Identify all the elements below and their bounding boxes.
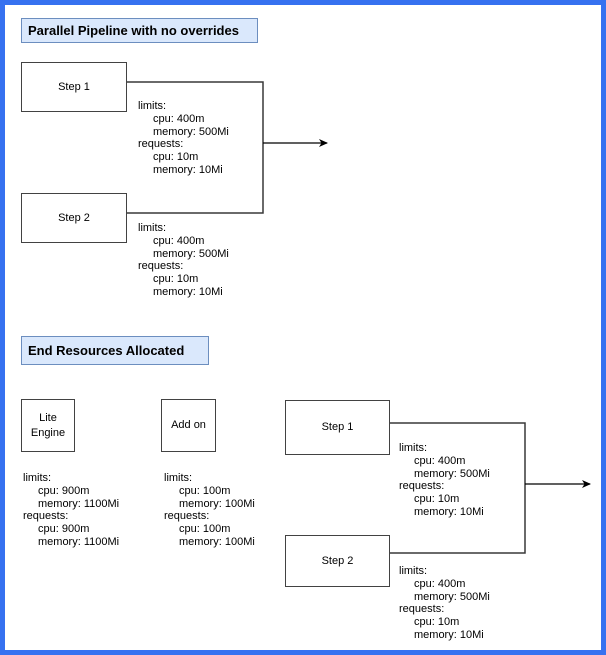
node-end-step1: Step 1 bbox=[285, 400, 390, 455]
resource-line: memory: 1100Mi bbox=[38, 535, 120, 548]
resource-line: memory: 1100Mi bbox=[38, 497, 120, 510]
resource-line: limits: bbox=[138, 100, 167, 112]
section-title-pipeline-label: Parallel Pipeline with no overrides bbox=[28, 23, 239, 38]
resources-end-step2: limits: cpu: 400m memory: 500Mi requests… bbox=[399, 565, 490, 642]
node-lite-engine-label-line2: Engine bbox=[30, 426, 66, 439]
node-pipeline-step2: Step 2 bbox=[21, 193, 127, 243]
resource-line: memory: 500Mi bbox=[414, 590, 490, 603]
resource-line: memory: 500Mi bbox=[153, 125, 229, 138]
resource-line: limits: bbox=[164, 472, 193, 484]
resource-line: cpu: 400m bbox=[153, 112, 205, 125]
resource-line: cpu: 10m bbox=[153, 151, 199, 164]
resource-line: memory: 100Mi bbox=[179, 497, 255, 510]
resource-line: memory: 500Mi bbox=[153, 247, 229, 260]
resource-line: memory: 100Mi bbox=[179, 535, 255, 548]
section-title-end-resources: End Resources Allocated bbox=[21, 336, 209, 365]
resource-line: cpu: 400m bbox=[414, 577, 466, 590]
resources-end-step1: limits: cpu: 400m memory: 500Mi requests… bbox=[399, 442, 490, 519]
resource-line: limits: bbox=[23, 472, 52, 484]
node-pipeline-step1-label: Step 1 bbox=[58, 80, 90, 93]
resource-line: requests: bbox=[164, 510, 210, 523]
resource-line: cpu: 10m bbox=[153, 273, 199, 286]
section-title-end-resources-label: End Resources Allocated bbox=[28, 343, 185, 358]
node-add-on-label: Add on bbox=[171, 419, 206, 431]
node-pipeline-step1: Step 1 bbox=[21, 62, 127, 112]
resource-line: cpu: 400m bbox=[153, 234, 205, 247]
node-end-step1-label: Step 1 bbox=[321, 421, 354, 433]
resource-line: cpu: 900m bbox=[38, 484, 90, 497]
resource-line: cpu: 900m bbox=[38, 523, 90, 536]
resource-line: requests: bbox=[138, 260, 184, 273]
resource-line: cpu: 100m bbox=[179, 484, 231, 497]
node-add-on: Add on bbox=[161, 399, 216, 452]
resources-lite-engine: limits: cpu: 900m memory: 1100Mi request… bbox=[23, 472, 119, 549]
resource-line: requests: bbox=[23, 510, 69, 523]
resource-line: cpu: 100m bbox=[179, 523, 231, 536]
resource-line: requests: bbox=[138, 138, 184, 151]
section-title-pipeline: Parallel Pipeline with no overrides bbox=[21, 18, 258, 43]
node-end-step2-label: Step 2 bbox=[321, 554, 354, 567]
resource-line: cpu: 10m bbox=[414, 493, 460, 506]
resources-add-on: limits: cpu: 100m memory: 100Mi requests… bbox=[164, 472, 255, 549]
resources-pipeline-step2: limits: cpu: 400m memory: 500Mi requests… bbox=[138, 222, 229, 299]
resource-line: memory: 10Mi bbox=[414, 505, 484, 518]
resource-line: cpu: 10m bbox=[414, 616, 460, 629]
resource-line: memory: 10Mi bbox=[414, 628, 484, 641]
resource-line: memory: 500Mi bbox=[414, 467, 490, 480]
resources-pipeline-step1: limits: cpu: 400m memory: 500Mi requests… bbox=[138, 100, 229, 177]
resource-line: memory: 10Mi bbox=[153, 163, 223, 176]
node-lite-engine-label-line1: Lite bbox=[39, 411, 57, 424]
resource-line: limits: bbox=[138, 222, 167, 234]
node-lite-engine: Lite Engine bbox=[21, 399, 75, 452]
resource-line: memory: 10Mi bbox=[153, 285, 223, 298]
resource-line: limits: bbox=[399, 565, 428, 577]
node-end-step2: Step 2 bbox=[285, 535, 390, 587]
resource-line: requests: bbox=[399, 603, 445, 616]
resource-line: requests: bbox=[399, 480, 445, 493]
resource-line: cpu: 400m bbox=[414, 454, 466, 467]
node-pipeline-step2-label: Step 2 bbox=[58, 211, 90, 224]
resource-line: limits: bbox=[399, 442, 428, 454]
